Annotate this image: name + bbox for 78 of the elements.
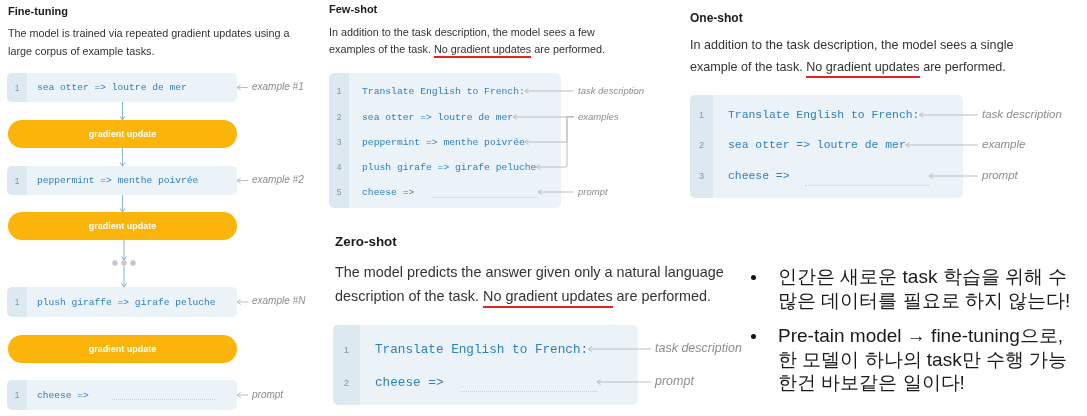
section-heading: Few-shot bbox=[329, 3, 378, 17]
code-text: Translate English to French: bbox=[375, 341, 589, 357]
leader-arrow bbox=[928, 173, 979, 179]
description-text: The model is trained via repeated gradient updates using a large corpus of example tasks. bbox=[8, 26, 291, 59]
flow-arrow bbox=[119, 194, 126, 213]
annotation-text: task description bbox=[651, 341, 742, 356]
line-number: 3 bbox=[698, 171, 705, 181]
process-pill: gradient update bbox=[8, 335, 237, 363]
code-text: Translate English to French: bbox=[728, 109, 920, 121]
line-number: 2 bbox=[698, 140, 705, 150]
annotation-text: prompt bbox=[978, 169, 1018, 183]
leader-arrow bbox=[905, 142, 979, 148]
line-number: 3 bbox=[335, 137, 343, 147]
flow-arrow bbox=[121, 239, 127, 261]
line-number: 1 bbox=[13, 297, 21, 307]
ellipsis-dots bbox=[112, 260, 136, 266]
flow-arrow bbox=[119, 101, 126, 121]
leader-arrow bbox=[236, 299, 249, 305]
description-text: In addition to the task description, the model sees a few examples of the task. No gradient updates are performed. bbox=[329, 23, 617, 58]
annotation-text: example #2 bbox=[248, 174, 304, 186]
annotation-text: task description bbox=[574, 85, 644, 97]
code-text: plush giraffe => girafe peluche bbox=[37, 296, 216, 308]
leader-arrow bbox=[918, 112, 979, 118]
line-number: 1 bbox=[698, 110, 705, 120]
annotation-text: example #N bbox=[248, 295, 306, 307]
code-box bbox=[7, 73, 237, 102]
code-text: cheese => bbox=[728, 170, 790, 182]
leader-arrow bbox=[512, 114, 575, 120]
line-number: 1 bbox=[13, 82, 21, 93]
code-box bbox=[333, 325, 638, 405]
code-text: cheese => bbox=[37, 389, 89, 401]
leader-arrow bbox=[587, 346, 652, 352]
leader-arrow bbox=[596, 379, 652, 385]
code-text: sea otter => loutre de mer bbox=[37, 82, 187, 93]
annotation-text: prompt bbox=[574, 186, 608, 198]
section-heading: Fine-tuning bbox=[8, 5, 68, 19]
code-text: cheese => bbox=[375, 374, 444, 390]
line-number: 1 bbox=[13, 175, 21, 186]
line-number: 4 bbox=[335, 162, 343, 172]
line-number: 1 bbox=[335, 86, 343, 96]
code-box bbox=[7, 166, 237, 195]
line-number: 1 bbox=[342, 343, 351, 355]
line-number: 1 bbox=[13, 390, 21, 400]
flow-arrow bbox=[119, 147, 126, 167]
description-text: In addition to the task description, the model sees a single example of the task. No gradient updates are performed. bbox=[690, 34, 1035, 78]
code-text: sea otter => loutre de mer bbox=[728, 139, 906, 151]
code-text: peppermint => menthe poivrée bbox=[362, 136, 525, 148]
leader-arrow bbox=[537, 189, 575, 195]
section-heading: Zero-shot bbox=[335, 234, 397, 251]
leader-arrow bbox=[236, 392, 249, 398]
leader-arrow bbox=[524, 88, 575, 94]
line-number: 2 bbox=[335, 112, 343, 122]
leader-arrow bbox=[236, 84, 249, 91]
section-heading: One-shot bbox=[690, 11, 743, 26]
code-box bbox=[7, 287, 237, 317]
annotation-text: task description bbox=[978, 108, 1062, 122]
process-pill: gradient update bbox=[8, 120, 237, 148]
annotation-text: example #1 bbox=[248, 81, 304, 93]
code-box bbox=[690, 95, 963, 198]
leader-arrow bbox=[236, 177, 249, 184]
code-text: cheese => bbox=[362, 186, 415, 198]
flow-arrow bbox=[121, 265, 127, 288]
code-text: plush girafe => girafe peluche bbox=[362, 161, 537, 173]
code-text: peppermint => menthe poivrée bbox=[37, 175, 199, 186]
code-box bbox=[329, 73, 561, 208]
code-text: sea otter => loutre de mer bbox=[362, 111, 514, 123]
line-number: 5 bbox=[335, 187, 343, 197]
annotation-text: prompt bbox=[248, 389, 284, 401]
code-box bbox=[7, 380, 237, 410]
bullet-text: 인간은 새로운 task 학습을 위해 수 많은 데이터를 필요로 하지 않는다! bbox=[778, 265, 1072, 312]
line-number: 2 bbox=[342, 376, 351, 388]
bullet-text: Pre-tain model → fine-tuning으로, 한 모델이 하나의 task만 수행 가능 한건 바보같은 일이다! bbox=[778, 324, 1069, 395]
process-pill: gradient update bbox=[8, 212, 237, 240]
annotation-text: prompt bbox=[651, 374, 694, 389]
code-text: Translate English to French: bbox=[362, 85, 525, 97]
annotation-text: example bbox=[978, 138, 1026, 152]
annotation-text: examples bbox=[574, 111, 619, 123]
description-text: The model predicts the answer given only a natural language description of the task. No gradient updates are performed. bbox=[335, 260, 735, 308]
